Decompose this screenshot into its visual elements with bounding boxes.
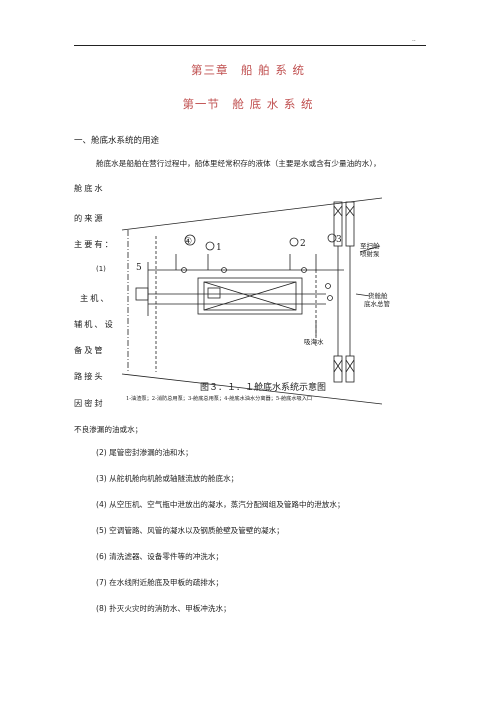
diagonal-mark bbox=[333, 359, 343, 373]
wrap-line: (1) bbox=[96, 265, 106, 273]
diagonal-mark bbox=[345, 359, 355, 373]
label-sea: 吸海水 bbox=[304, 337, 324, 346]
diagonal-mark bbox=[333, 205, 343, 217]
list-item: (4) 从空压机、空气瓶中泄放出的凝水，蒸汽分配阀组及管路中的泄放水； bbox=[96, 500, 345, 509]
list-item: (7) 在水线附近舱底及甲板的疏排水； bbox=[96, 578, 224, 587]
pump-2-symbol bbox=[289, 237, 299, 247]
wrap-line: 辅机、设 bbox=[74, 319, 115, 329]
valve bbox=[327, 295, 333, 301]
vertical-pipe-bottom bbox=[333, 355, 343, 383]
leader-line bbox=[359, 245, 381, 253]
chapter-title: 第三章 船 舶 系 统 bbox=[191, 63, 305, 77]
heading-purpose: 一、舱底水系统的用途 bbox=[74, 136, 160, 146]
hull-top-line bbox=[121, 197, 383, 231]
list-item: (6) 清洗滤器、设备零件等的冲洗水； bbox=[96, 552, 224, 561]
diagonal-mark bbox=[345, 205, 355, 217]
valve bbox=[325, 283, 331, 289]
valve bbox=[301, 267, 307, 273]
wrap-line: 路接头 bbox=[74, 371, 105, 381]
figure-caption: 图３．１．１舱底水系统示意图 bbox=[200, 381, 326, 393]
pump-1-symbol bbox=[205, 241, 215, 251]
marker-2: 2 bbox=[300, 239, 306, 249]
header-dots: .. bbox=[412, 36, 416, 43]
wrap-line: 备及管 bbox=[74, 345, 105, 355]
section-title: 第一节 舱 底 水 系 统 bbox=[182, 97, 314, 111]
vertical-pipe-bottom bbox=[345, 355, 355, 383]
list-item: (8) 扑灭火灾时的消防水、甲板冲洗水； bbox=[96, 604, 231, 613]
marker-4: ④ bbox=[184, 237, 192, 247]
wrap-line: 主机、 bbox=[80, 293, 111, 303]
inner-box bbox=[207, 287, 221, 299]
continuation-line: 不良渗漏的油或水； bbox=[74, 425, 143, 434]
wrap-line: 舱底水 bbox=[74, 183, 105, 193]
pump-4-symbol bbox=[184, 234, 196, 246]
suction-box bbox=[135, 287, 149, 301]
central-tank-inner bbox=[203, 281, 297, 311]
list-item: (2) 尾管密封渗漏的油和水； bbox=[96, 448, 193, 457]
label-cargo: 货舱舱 bbox=[368, 291, 388, 300]
valve bbox=[181, 267, 187, 273]
label-ejector: 至扫舱 bbox=[360, 241, 380, 250]
pump-3-symbol bbox=[327, 233, 337, 243]
tank-cross bbox=[203, 281, 297, 311]
valve bbox=[221, 267, 227, 273]
marker-3: 3 bbox=[336, 235, 342, 245]
list-item: (5) 空调管路、风管的凝水以及钢质舱壁及管壁的凝水； bbox=[96, 526, 284, 535]
bilge-system-diagram: ④ 1 2 3 5 至扫舱 喷射泵 货舱舱 底水总管 吸海水 图３．１．１舱底水… bbox=[121, 197, 391, 405]
header-rule bbox=[74, 45, 426, 46]
leader-line bbox=[355, 293, 371, 297]
label-cargo: 底水总管 bbox=[364, 299, 391, 308]
marker-5: 5 bbox=[136, 263, 142, 273]
intro-paragraph: 舱底水是船舶在营行过程中，船体里经常积存的液体（主要是水或含有少量油的水）， bbox=[96, 159, 381, 168]
central-tank bbox=[197, 277, 303, 315]
wrap-line: 的来源 bbox=[74, 213, 105, 223]
wrap-line: 主要有： bbox=[74, 239, 115, 249]
wrap-line: 因密封 bbox=[74, 398, 105, 408]
figure-legend: 1-油渣泵；2-消防总用泵；3-舱底总用泵；4-舱底水油水分离器；5-舱底水吸入… bbox=[126, 394, 312, 402]
hull-bottom-line bbox=[121, 373, 383, 405]
label-ejector: 喷射泵 bbox=[360, 249, 380, 258]
vertical-pipe-right bbox=[345, 201, 355, 247]
marker-1: 1 bbox=[216, 243, 222, 253]
list-item: (3) 从舵机舱向机舱或轴隧流放的舱底水； bbox=[96, 474, 239, 483]
